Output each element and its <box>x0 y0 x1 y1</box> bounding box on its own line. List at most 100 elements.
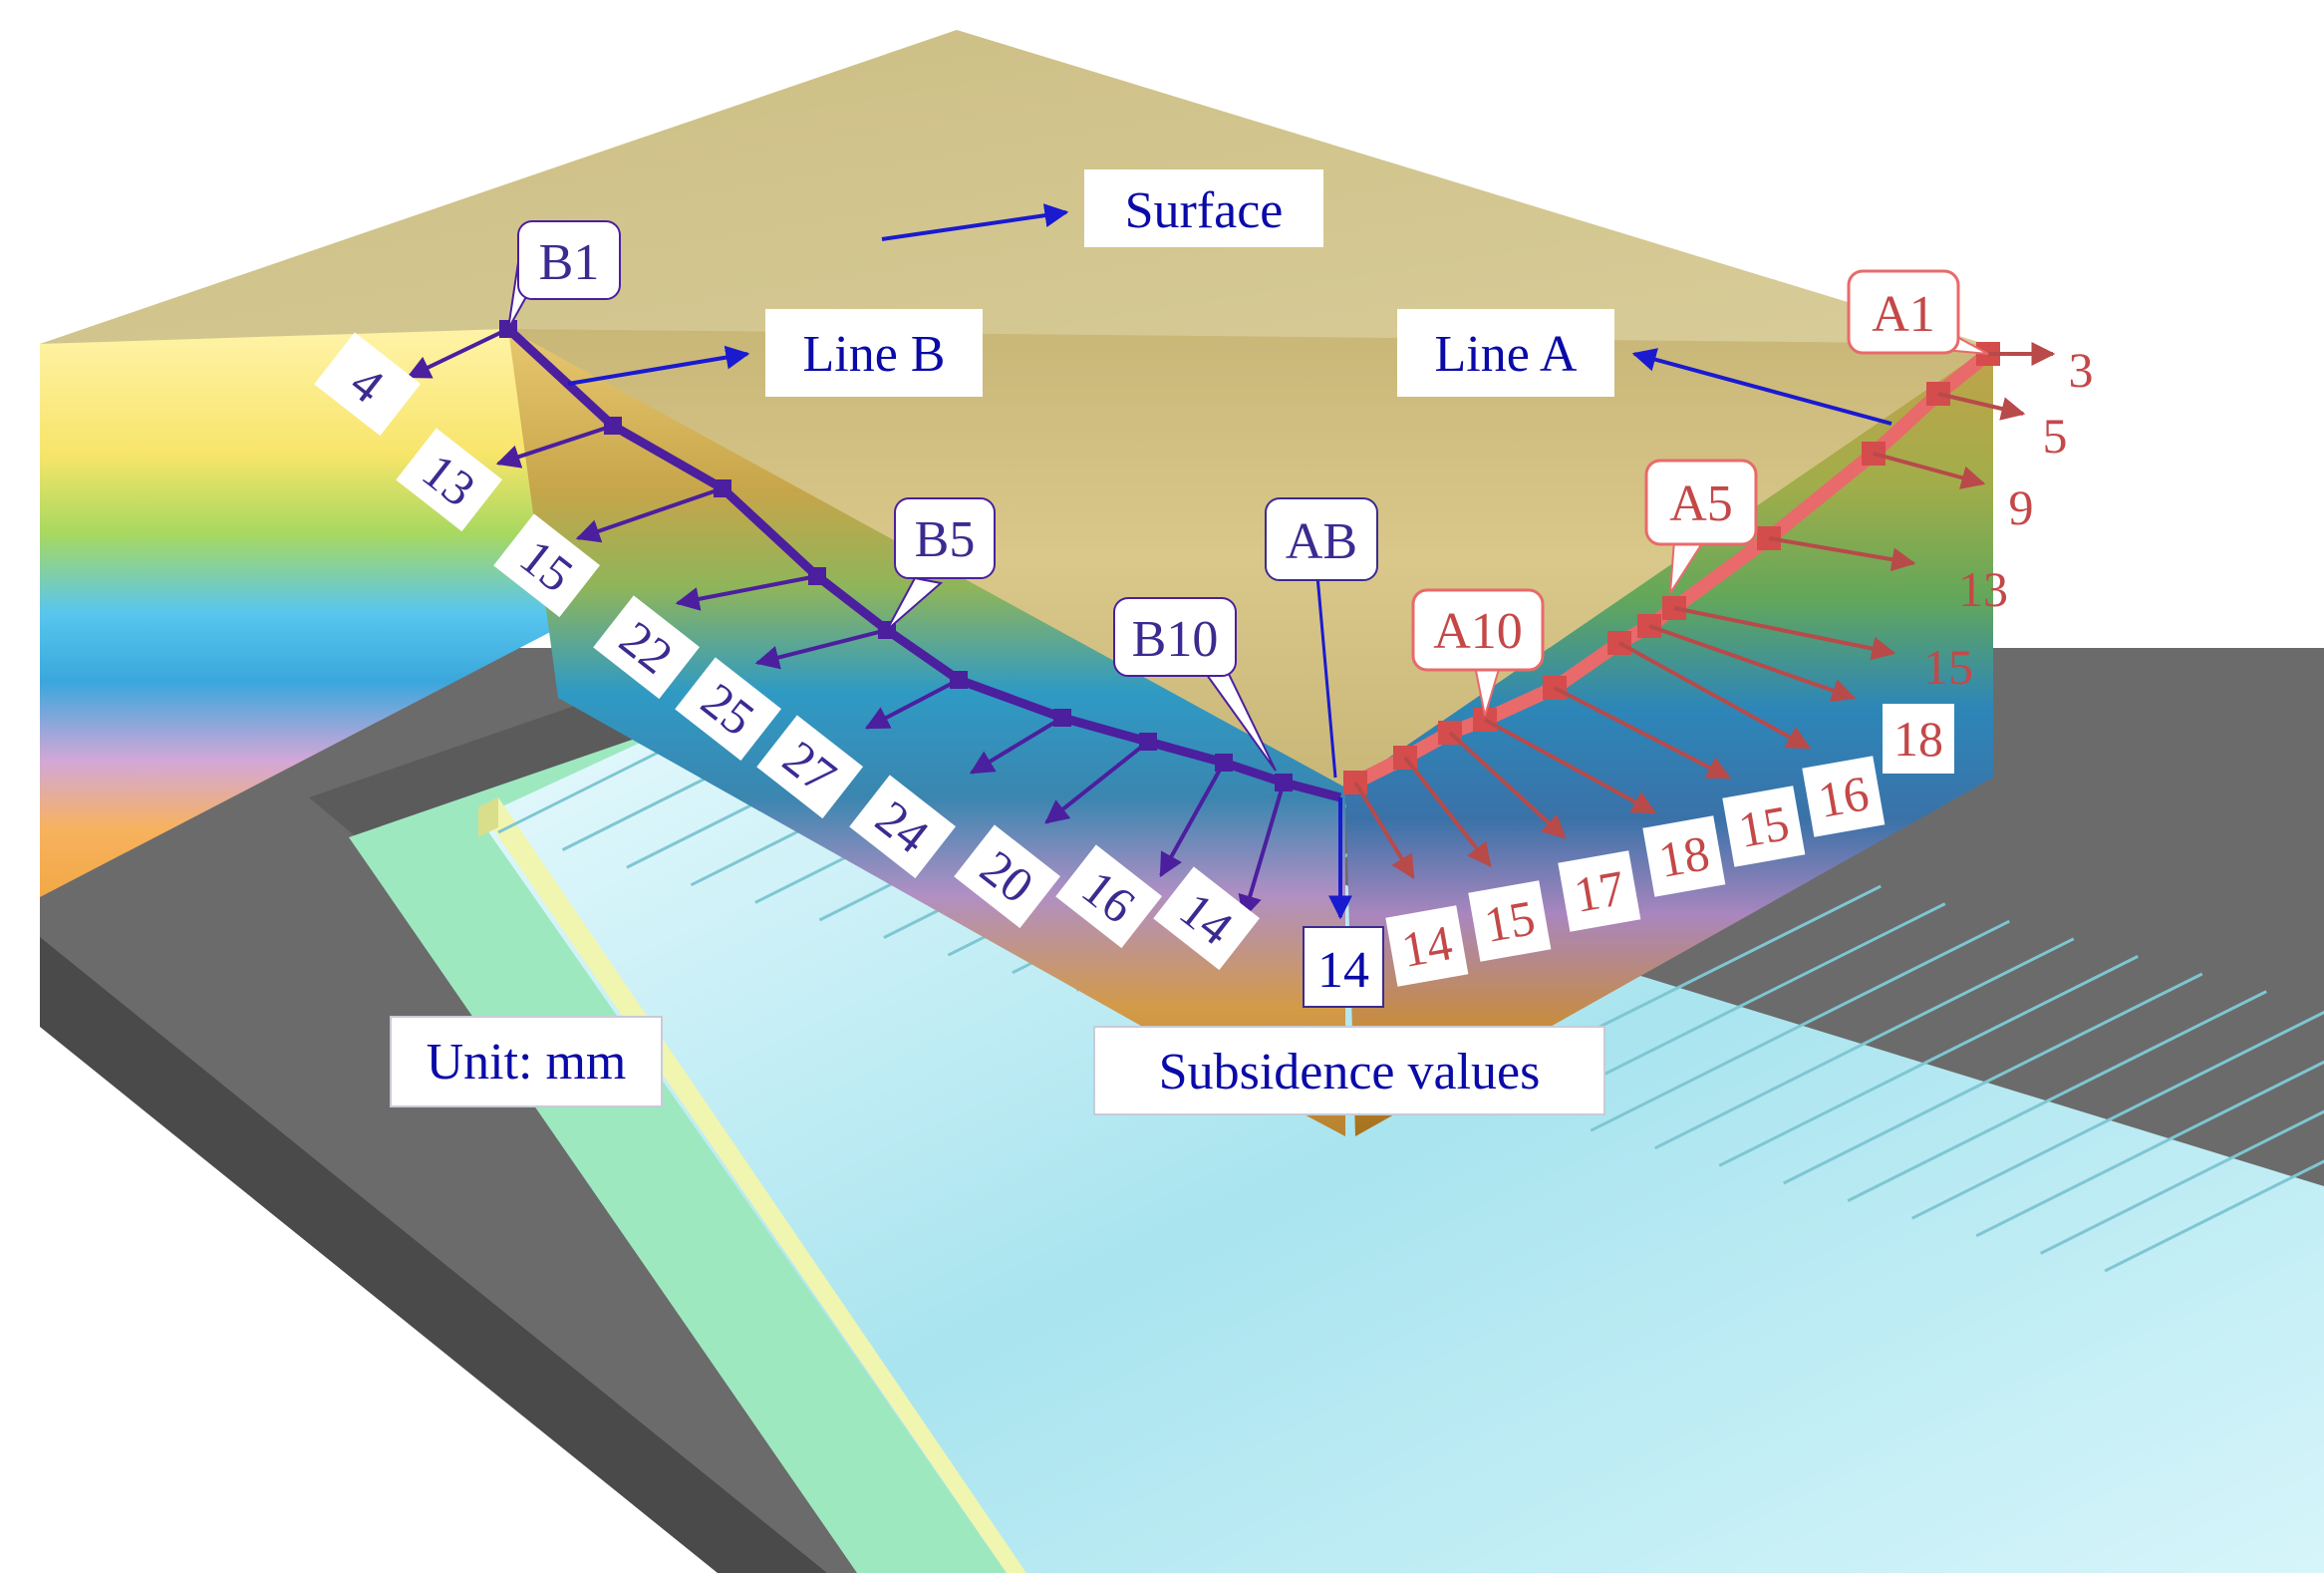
line-a-vector <box>1937 392 2026 421</box>
callout-b1-text: B1 <box>539 234 600 291</box>
line-a-value: 14 <box>1397 914 1456 978</box>
line-b-value-box <box>954 824 1061 929</box>
line-b-label: Line B <box>803 326 946 383</box>
tile-seam <box>1654 937 2075 1150</box>
callout-b1: B1 <box>507 220 621 330</box>
line-a-label-box <box>1397 309 1614 397</box>
line-b-vector <box>969 716 1064 775</box>
line-a-value: 5 <box>2043 408 2068 464</box>
unit-label-box <box>390 1016 663 1107</box>
line-a-value-tag: 18 <box>1642 815 1726 897</box>
line-a-value-tag: 13 <box>1958 561 2008 617</box>
line-a-value: 18 <box>1654 824 1713 888</box>
line-a-value: 13 <box>1958 561 2008 617</box>
tile-seam <box>1718 955 2139 1167</box>
line-b-value-box <box>756 715 864 819</box>
line-b-vector <box>1238 782 1286 920</box>
subsidence-label: Subsidence values <box>1159 1044 1541 1101</box>
tile-seam <box>1783 972 2203 1185</box>
surface-label-box <box>1084 169 1323 247</box>
line-a-vector <box>1673 606 1896 661</box>
surface-arrow <box>881 203 1069 241</box>
callout-a5-text: A5 <box>1669 475 1733 532</box>
line-a-value-tag: 14 <box>1385 905 1469 987</box>
unit-label: Unit: mm <box>427 1034 627 1091</box>
line-a-value-tag: 5 <box>2043 408 2068 464</box>
line-a-value-tag: 15 <box>1722 786 1806 867</box>
line-a-value-tag: 18 <box>1883 704 1954 774</box>
line-a-vector <box>1768 536 1916 572</box>
callout-a1: A1 <box>1847 269 1989 355</box>
line-b-value-box <box>849 775 957 879</box>
callout-a5: A5 <box>1644 459 1758 594</box>
line-a-value: 15 <box>1734 794 1793 858</box>
line-b-vector <box>864 678 960 730</box>
line-a-value: 16 <box>1814 765 1873 828</box>
tile-seam <box>1975 1060 2324 1238</box>
tile-seam <box>2040 1109 2324 1255</box>
tile-bed <box>478 698 2324 1573</box>
line-a-value: 17 <box>1570 859 1628 923</box>
callout-ab: AB <box>1265 497 1378 581</box>
line-a-value-box <box>1802 756 1886 837</box>
line-b-vector <box>754 628 888 670</box>
line-a-vector <box>1618 641 1812 750</box>
ab-pointer <box>1315 575 1337 779</box>
line-b-label-box <box>765 309 983 397</box>
line-a-value: 3 <box>2069 342 2094 398</box>
line-b-vector <box>495 424 614 469</box>
line-a-vector <box>1648 624 1857 703</box>
tile-seam <box>1590 919 2010 1132</box>
tile-seam <box>1847 990 2267 1202</box>
line-b-arrow <box>567 345 750 386</box>
line-b-vector <box>675 574 818 611</box>
line-b-value-tag: 4 <box>314 332 422 437</box>
line-a-value-tag: 9 <box>2009 479 2034 535</box>
line-a-arrow <box>1631 348 1892 426</box>
line-b-value-box <box>593 595 701 700</box>
callout-b10-text: B10 <box>1132 611 1219 668</box>
callout-b5-text: B5 <box>915 511 976 568</box>
line-a-value: 15 <box>1923 639 1973 695</box>
line-b-vector <box>1159 762 1226 878</box>
line-b-markers <box>406 320 1293 920</box>
line-b-value-box <box>396 428 503 532</box>
line-b-value-box <box>1055 844 1163 949</box>
line-b-value-box <box>493 513 601 618</box>
line-a-value-tag: 15 <box>1468 880 1552 962</box>
line-b-face <box>508 329 1345 1136</box>
surface-top <box>40 30 2001 349</box>
line-a-value: 18 <box>1893 711 1943 767</box>
line-a-vector <box>1554 686 1732 780</box>
callout-a10: A10 <box>1411 588 1545 717</box>
line-b-value-box <box>1153 866 1261 971</box>
line-a-value-tag: 15 <box>1923 639 1973 695</box>
line-a-value-box <box>1883 704 1954 774</box>
line-b-vector <box>406 327 509 379</box>
line-a-markers <box>1343 342 2056 880</box>
line-a-value-box <box>1642 815 1726 897</box>
callout-b5: B5 <box>886 497 996 631</box>
ab-value-box <box>1303 926 1384 1008</box>
line-a-value-box <box>1558 850 1641 932</box>
line-a-value: 9 <box>2009 479 2034 535</box>
surface-label: Surface <box>1125 182 1284 239</box>
line-a-value: 15 <box>1480 889 1539 953</box>
line-a-vector <box>1873 452 1986 489</box>
line-b-vector <box>575 486 724 543</box>
ab-value: 14 <box>1317 942 1369 999</box>
line-b-value-box <box>314 332 422 437</box>
line-a-value-tag: 3 <box>2069 342 2094 398</box>
callout-ab-text: AB <box>1286 513 1357 570</box>
line-a-value-tag: 17 <box>1558 850 1641 932</box>
line-a-vector <box>1353 781 1415 880</box>
tile-seam <box>1911 1010 2324 1220</box>
line-b-value-box <box>675 657 782 762</box>
line-a-value-tag: 16 <box>1802 756 1886 837</box>
subsidence-label-box <box>1093 1026 1605 1115</box>
callout-a1-text: A1 <box>1872 286 1935 343</box>
ground-dark-edge <box>40 937 827 1573</box>
